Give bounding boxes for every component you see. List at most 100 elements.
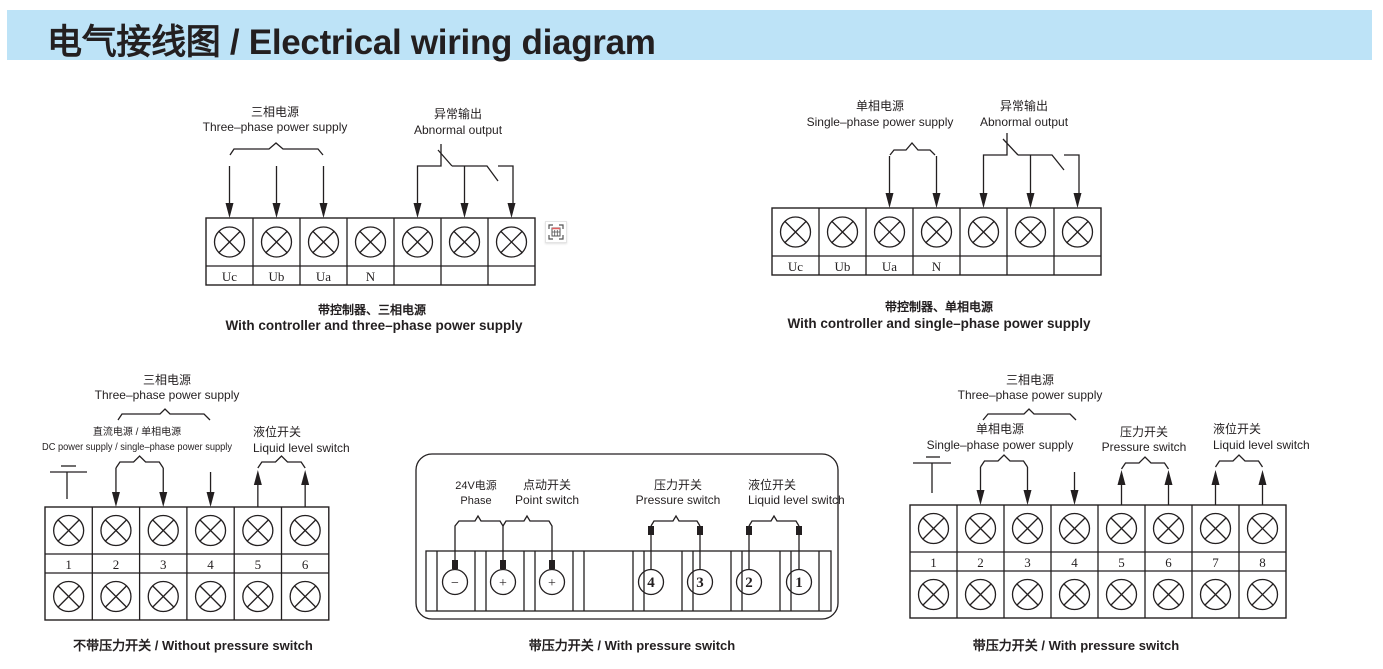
abnormal-label-en: Abnormal output	[980, 115, 1069, 129]
liquid-label-en: Liquid level switch	[748, 493, 845, 507]
scan-table-button[interactable]	[545, 221, 567, 243]
phase-label-cn: 24V电源	[455, 478, 497, 492]
point-label-cn: 点动开关	[523, 478, 571, 492]
terminal-circle	[489, 568, 517, 596]
screw-terminal-icon	[964, 578, 997, 611]
ground-icon	[913, 456, 951, 493]
arrow-up-icon	[1211, 470, 1220, 485]
wire	[416, 144, 442, 203]
dc-label-en: DC power supply / single–phase power sup…	[42, 442, 232, 453]
screw-terminal-icon	[53, 514, 85, 547]
screw-terminal-icon	[401, 226, 434, 258]
arrow-down-icon	[1023, 490, 1032, 505]
screw-terminal-icon	[100, 580, 132, 613]
screw-terminal-icon	[354, 226, 387, 258]
terminal-number: 8	[1259, 555, 1266, 570]
brace	[257, 455, 306, 469]
terminal-label: Ua	[316, 269, 331, 284]
plug-icon	[796, 526, 802, 535]
terminal-symbol: +	[499, 576, 507, 591]
plug-icon	[648, 526, 654, 535]
screw-terminal-icon	[448, 226, 481, 258]
brace	[1120, 456, 1170, 470]
caption-cn: 带控制器、三相电源	[318, 302, 426, 317]
power-label-en: Three–phase power supply	[203, 120, 348, 134]
screw-terminal-icon	[53, 580, 85, 613]
terminal-number: 5	[1118, 555, 1125, 570]
power-brace	[889, 142, 936, 156]
screw-terminal-icon	[920, 216, 953, 248]
screw-terminal-icon	[100, 514, 132, 547]
arrow-down-icon	[206, 492, 215, 507]
screw-terminal-icon	[289, 514, 321, 547]
liquid-label-en: Liquid level switch	[253, 441, 350, 455]
brace	[979, 454, 1029, 468]
screw-terminal-icon	[1199, 512, 1232, 545]
liquid-label-cn: 液位开关	[1213, 421, 1261, 436]
brace	[115, 455, 164, 469]
terminal-circle	[686, 568, 714, 596]
screw-terminal-icon	[213, 226, 246, 258]
terminal-symbol: +	[548, 576, 556, 591]
arrow-down-icon	[225, 203, 234, 218]
abnormal-label-en: Abnormal output	[414, 123, 503, 137]
header-banner: 电气接线图 / Electrical wiring diagram	[7, 10, 1372, 62]
caption-en: With controller and three–phase power su…	[226, 318, 523, 333]
plug-icon	[549, 560, 555, 569]
diagram-panel-with-pressure-switch: 24V电源 Phase 点动开关 Point switch 压力开关 Press…	[415, 453, 845, 653]
single-label-en: Single–phase power supply	[927, 438, 1074, 452]
pressure-label-cn: 压力开关	[654, 478, 702, 492]
wire	[748, 514, 800, 570]
screw-terminal-icon	[147, 514, 179, 547]
screw-terminal-icon	[917, 512, 950, 545]
wires	[452, 514, 802, 570]
diagram-without-pressure-switch: 三相电源 Three–phase power supply 直流电源 / 单相电…	[42, 373, 350, 653]
arrow-up-icon	[1117, 470, 1126, 485]
screw-terminal-icon	[495, 226, 528, 258]
power-label-en: Three–phase power supply	[958, 388, 1103, 402]
abnormal-label-cn: 异常输出	[434, 106, 482, 121]
wires	[225, 144, 516, 218]
scan-table-icon	[548, 224, 564, 240]
wire	[982, 133, 1008, 193]
terminal-number: 6	[302, 557, 309, 572]
terminal-number: 4	[207, 557, 214, 572]
brace	[1214, 454, 1264, 468]
arrow-down-icon	[319, 203, 328, 218]
screw-terminal-icon	[194, 580, 227, 613]
screw-terminal-icon	[1246, 512, 1279, 545]
panel-outline	[415, 453, 839, 620]
power-brace	[229, 142, 324, 156]
caption: 带压力开关 / With pressure switch	[973, 638, 1180, 653]
strip-outline	[771, 207, 1102, 276]
pressure-label-en: Pressure switch	[1102, 440, 1187, 454]
terminal-symbol: 3	[696, 575, 704, 591]
screw-terminal-icon	[289, 580, 321, 613]
terminal-number: 7	[1212, 555, 1219, 570]
terminal-label: Uc	[788, 259, 803, 274]
power-label-en: Three–phase power supply	[95, 388, 240, 402]
plug-icon	[697, 526, 703, 535]
arrow-up-icon	[1258, 470, 1267, 485]
screw-terminal-icon	[873, 216, 906, 248]
relay-contact	[437, 149, 453, 167]
abnormal-label-cn: 异常输出	[1000, 98, 1048, 113]
wire	[650, 514, 701, 570]
arrow-down-icon	[1073, 193, 1082, 208]
pressure-label-en: Pressure switch	[636, 493, 721, 507]
single-label-cn: 单相电源	[976, 422, 1024, 436]
arrow-down-icon	[460, 203, 469, 218]
screw-terminal-icon	[1105, 512, 1138, 545]
arrow-down-icon	[932, 193, 941, 208]
screw-terminal-icon	[194, 514, 227, 547]
dc-label-cn: 直流电源 / 单相电源	[93, 425, 181, 438]
screw-terminal-icon	[1152, 512, 1185, 545]
screw-terminal-icon	[1152, 578, 1185, 611]
arrow-up-icon	[301, 470, 310, 485]
terminal-number: 3	[160, 557, 167, 572]
wire	[502, 514, 553, 561]
